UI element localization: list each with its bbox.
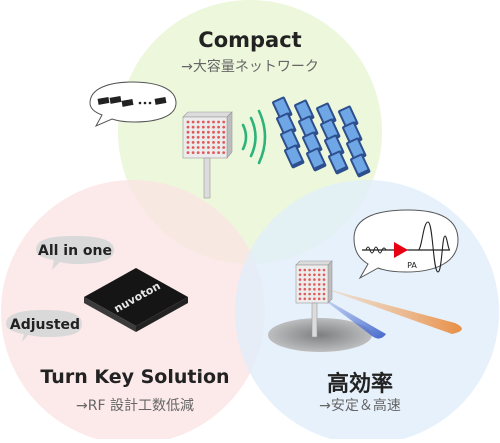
adjusted-bubble: Adjusted — [6, 310, 82, 342]
efficiency-subtitle: →安定＆高速 — [319, 398, 401, 414]
turnkey-subtitle: →RF 設計工数低減 — [76, 398, 194, 414]
turnkey-title: Turn Key Solution — [40, 366, 230, 388]
smartphone-icon — [350, 153, 371, 178]
smartphones-grid — [272, 96, 371, 178]
smartphone-icon — [284, 144, 305, 169]
chain-bubble — [89, 81, 177, 128]
chip-illustration: nuvoton — [84, 268, 188, 332]
smartphone-icon — [306, 147, 327, 172]
smartphone-icon — [328, 150, 349, 175]
all-in-one-bubble: All in one — [36, 236, 114, 270]
efficiency-title: 高効率 — [326, 372, 393, 397]
adjusted-label: Adjusted — [10, 317, 80, 333]
beam-antenna — [268, 260, 462, 352]
amplifier-icon — [394, 242, 408, 258]
all-in-one-label: All in one — [38, 243, 112, 259]
signal-bubble: PA — [353, 209, 459, 280]
compact-title: Compact — [198, 28, 302, 52]
wave-icon — [241, 109, 267, 165]
compact-subtitle: →大容量ネットワーク — [181, 59, 319, 75]
antenna-device — [182, 111, 233, 199]
pa-label: PA — [407, 261, 417, 270]
